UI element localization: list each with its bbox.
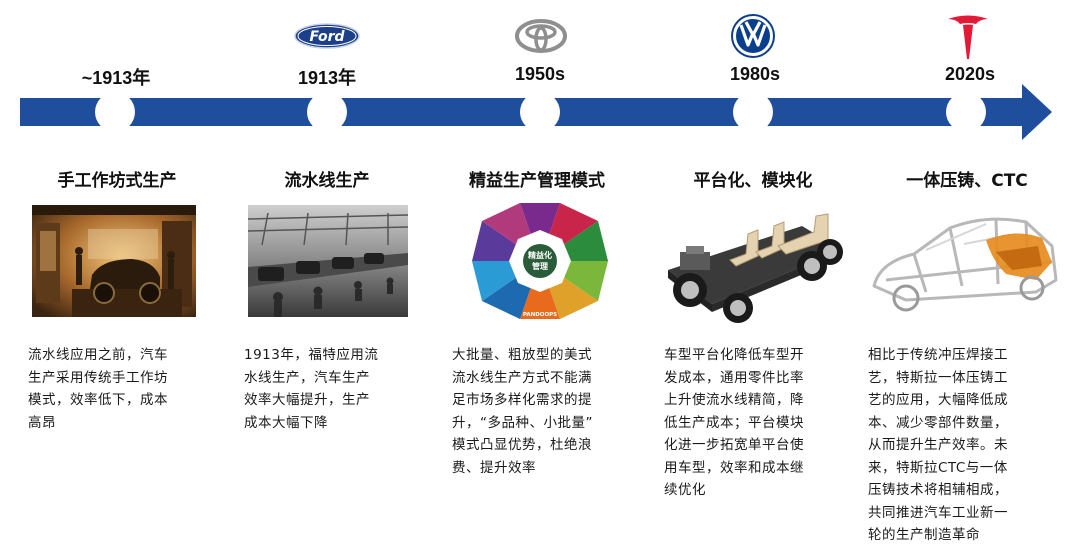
description-1: 流水线应用之前，汽车 生产采用传统手工作坊 模式，效率低下，成本 高昂 [28,344,168,434]
description-2-line: 效率大幅提升，生产 [244,392,370,408]
ford-logo-text: Ford [309,29,345,45]
description-5-line: 从而提升生产效率。未 [868,437,1008,453]
timeline-node-3 [520,92,560,132]
timeline-node-5 [946,92,986,132]
description-4-line: 化进一步拓宽单平台使 [664,437,804,453]
description-2-line: 成本大幅下降 [244,414,328,431]
octagon-center-line-2: 管理 [532,261,548,271]
octagon-bottom-label: PANDOOPS [523,312,557,318]
description-1-line: 生产采用传统手工作坊 [28,369,168,386]
section-title-1: 手工作坊式生产 [57,171,177,191]
description-5: 相比于传统冲压焊接工 艺，特斯拉一体压铸工 艺的应用，大幅降低成 本、减少零部件… [868,344,1008,547]
era-label-1: ~1913年 [81,68,151,88]
description-1-line: 高昂 [28,414,56,431]
description-4-line: 上升使流水线精简，降 [664,392,804,408]
era-label-5: 2020s [944,64,996,84]
timeline-node-1 [95,92,135,132]
section-title-2: 流水线生产 [284,171,370,191]
lean-octagon-diagram: 精益化 管理 PANDOOPS [470,200,610,322]
toyota-logo [514,16,568,56]
description-3: 大批量、粗放型的美式 流水线生产方式不能满 足市场多样化需求的提 升，“多品种、… [452,344,593,479]
description-2: 1913年，福特应用流 水线生产，汽车生产 效率大幅提升，生产 成本大幅下降 [244,344,378,434]
timeline-node-2 [307,92,347,132]
timeline-arrow [20,84,1052,140]
description-5-line: 来，特斯拉CTC与一体 [868,459,1008,476]
era-label-4: 1980s [729,64,781,84]
description-3-line: 费、提升效率 [452,459,536,476]
body-in-white-casting [866,200,1062,325]
vw-logo [730,14,776,58]
era-label-3: 1950s [514,64,566,84]
octagon-center-line-1: 精益化 [528,250,552,260]
section-title-5: 一体压铸、CTC [906,171,1028,191]
ford-logo: Ford [293,16,361,56]
description-5-line: 艺，特斯拉一体压铸工 [868,369,1008,386]
assembly-line-photo [248,205,408,317]
tesla-logo [944,12,992,62]
description-4-line: 车型平台化降低车型开 [664,347,804,363]
description-2-line: 1913年，福特应用流 [244,347,379,363]
description-1-line: 流水线应用之前，汽车 [28,347,168,363]
description-5-line: 艺的应用，大幅降低成 [868,392,1008,408]
description-5-line: 轮的生产制造革命 [868,527,980,543]
description-3-line: 流水线生产方式不能满 [452,369,592,386]
section-title-3: 精益生产管理模式 [469,171,605,191]
description-4-line: 低生产成本；平台模块 [664,414,804,431]
description-3-line: 大批量、粗放型的美式 [452,347,592,363]
description-4-line: 发成本，通用零件比率 [664,369,804,386]
description-5-line: 相比于传统冲压焊接工 [868,347,1008,363]
description-2-line: 水线生产，汽车生产 [244,369,370,386]
description-5-line: 共同推进汽车工业新一 [868,504,1008,521]
description-3-line: 升，“多品种、小批量” [452,414,593,431]
description-4-line: 用车型，效率和成本继 [664,459,804,476]
car-platform-chassis [652,200,850,325]
description-4: 车型平台化降低车型开 发成本，通用零件比率 上升使流水线精简，降 低生产成本；平… [664,344,804,502]
description-1-line: 模式，效率低下，成本 [28,392,168,408]
era-label-2: 1913年 [297,68,357,88]
description-3-line: 足市场多样化需求的提 [452,392,592,408]
workshop-photo [32,205,196,317]
section-title-4: 平台化、模块化 [693,171,813,191]
description-3-line: 模式凸显优势，杜绝浪 [452,437,592,453]
description-5-line: 压铸技术将相辅相成， [868,482,1008,498]
description-4-line: 续优化 [664,482,706,498]
description-5-line: 本、减少零部件数量， [868,414,1008,431]
timeline-node-4 [733,92,773,132]
